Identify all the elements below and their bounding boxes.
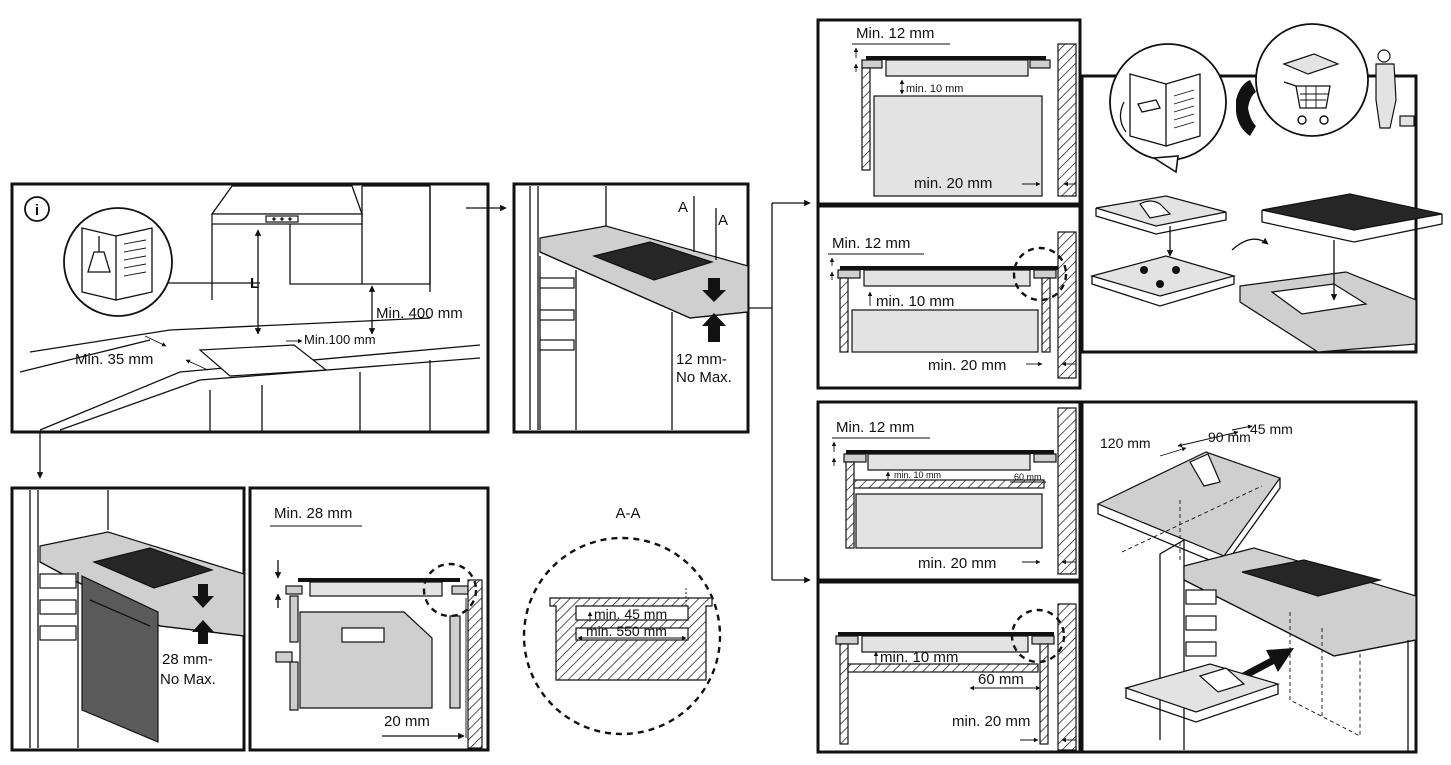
- panel-oven-section: Min. 28 mm 20 mm: [248, 486, 490, 752]
- section-marker-a-right: A: [718, 212, 728, 229]
- worktop-with-cutout: [1239, 271, 1417, 353]
- detail-circle: [1012, 246, 1068, 302]
- manual-hood-icon: [63, 207, 260, 317]
- dim-45: 45 mm: [1250, 421, 1293, 437]
- panel-section-no-panel: Min. 12 mm min. 10 mm min. 20 mm: [816, 18, 1082, 206]
- panel-frame: [10, 182, 490, 434]
- section-marker-a-left: A: [678, 199, 688, 216]
- thickness-28-line1: 28 mm-: [162, 651, 213, 668]
- panel-frame: [816, 580, 1082, 754]
- cooker-hood: [210, 185, 363, 300]
- dim-90: 90 mm: [1208, 429, 1251, 445]
- wall-cabinet: [289, 185, 431, 285]
- dim-min-20: min. 20 mm: [952, 713, 1030, 730]
- panel-oven-installation: 28 mm- No Max.: [10, 486, 246, 752]
- dim-min-10: min. 10 mm: [906, 83, 963, 95]
- thickness-28-line2: No Max.: [160, 671, 216, 688]
- hob-glass: [298, 578, 460, 582]
- branch-arrows: [748, 199, 811, 584]
- dim-min-100: Min.100 mm: [304, 332, 376, 347]
- dim-min-400: Min. 400 mm: [376, 305, 463, 322]
- dim-60: 60 mm: [978, 671, 1024, 688]
- info-icon: i: [24, 196, 50, 222]
- manual-icon: [1109, 43, 1227, 174]
- panel-worktop-thickness-12: A A 12 mm- No Max.: [512, 182, 750, 434]
- panel-frame: [816, 400, 1082, 582]
- oven-body: [299, 611, 433, 709]
- label-L: L: [250, 275, 259, 292]
- panel-frame: [248, 486, 490, 752]
- panel-hood-clearance: i L: [10, 182, 490, 434]
- oven: [81, 575, 159, 743]
- worktop-panel: [1096, 451, 1281, 557]
- panel-frame: [1080, 400, 1418, 754]
- hob: [92, 547, 214, 589]
- panel-section-side-wall: Min. 12 mm min. 10 mm min. 20 mm: [816, 204, 1082, 390]
- detail-circle: [422, 562, 478, 618]
- thickness-12-line2: No Max.: [676, 369, 732, 386]
- section-aa-detail: A-A min. 45 mm min. 550 mm: [522, 505, 722, 736]
- phone-icon: [1236, 80, 1256, 136]
- dim-min-35: Min. 35 mm: [75, 351, 153, 368]
- dim-min-20: min. 20 mm: [928, 357, 1006, 374]
- dim-120: 120 mm: [1100, 435, 1151, 451]
- dim-min-550: min. 550 mm: [586, 623, 667, 639]
- dim-min-20: min. 20 mm: [914, 175, 992, 192]
- dim-min-45: min. 45 mm: [594, 606, 667, 622]
- dim-min-12: Min. 12 mm: [832, 235, 910, 252]
- panel-section-shelf-side-wall: min. 10 mm 60 mm min. 20 mm: [816, 580, 1082, 754]
- panel-frame: [816, 204, 1082, 390]
- panel-frame: [816, 18, 1082, 206]
- section-aa-circle: [522, 536, 722, 736]
- dim-min-12: Min. 12 mm: [836, 419, 914, 436]
- wall-hatch: [467, 579, 483, 749]
- technician-icon: [1375, 49, 1415, 129]
- worktop-cutout: [198, 344, 328, 377]
- dim-min-10: min. 10 mm: [876, 293, 954, 310]
- info-symbol-text: i: [35, 202, 39, 219]
- dim-min-10: min. 10 mm: [880, 649, 958, 666]
- dim-60: 60 mm: [1014, 472, 1042, 482]
- panel-installation-steps: [1080, 23, 1443, 354]
- dim-min-12: Min. 12 mm: [856, 25, 934, 42]
- dim-min-20: min. 20 mm: [918, 555, 996, 572]
- shopping-cart-icon: [1255, 23, 1369, 137]
- worktop-front-edge: [39, 344, 481, 431]
- dim-min-28: Min. 28 mm: [274, 505, 352, 522]
- section-aa-title: A-A: [615, 505, 640, 522]
- panel-rear-cutout: 120 mm 90 mm 45 mm: [1080, 400, 1418, 754]
- panel-section-with-shelf: Min. 12 mm min. 10 mm 60 mm min. 20 mm: [816, 400, 1082, 582]
- thickness-12-line1: 12 mm-: [676, 351, 727, 368]
- dim-min-10: min. 10 mm: [894, 470, 941, 480]
- dim-20: 20 mm: [384, 713, 430, 730]
- hob: [592, 241, 714, 281]
- detail-circle: [1010, 608, 1066, 664]
